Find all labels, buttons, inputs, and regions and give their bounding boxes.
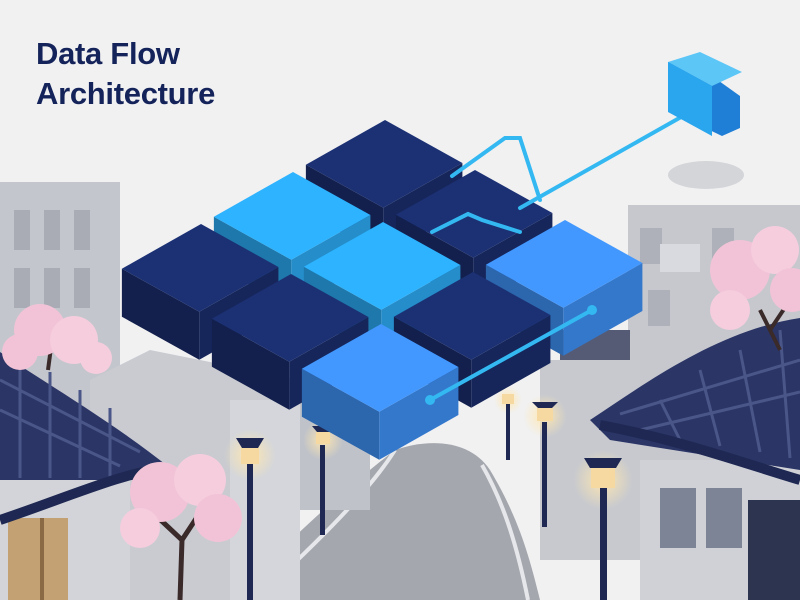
data-block-top-face <box>393 272 551 360</box>
street-lamp <box>573 450 633 600</box>
connector-lines <box>425 107 695 405</box>
data-block-right-face <box>563 263 643 356</box>
data-block-top-face <box>211 274 369 362</box>
data-block-top-face <box>395 170 553 258</box>
data-block-top-face <box>305 120 463 208</box>
data-block-right-face <box>471 315 551 408</box>
cherry-blossom-tree-right <box>710 226 800 351</box>
data-block-top-face <box>121 224 279 312</box>
source-node <box>668 52 742 136</box>
connector-line <box>518 110 692 210</box>
data-block-top-face <box>213 172 371 260</box>
data-block-top-face <box>303 222 461 310</box>
connector-line <box>428 308 594 402</box>
data-block-right-face <box>379 367 459 460</box>
title-line-2: Architecture <box>36 76 216 111</box>
cherry-blossom-tree-left <box>2 304 112 374</box>
connector-line <box>430 211 522 234</box>
data-block-left-face <box>211 318 290 410</box>
hanok-roof-left <box>0 352 170 600</box>
data-block-grid <box>121 120 643 460</box>
street-lamp <box>523 394 567 527</box>
source-node-shadow <box>668 161 744 189</box>
connector-node <box>587 305 597 315</box>
cherry-blossom-tree-front <box>120 454 242 600</box>
data-block-left-face <box>121 268 200 360</box>
page-title: Data Flow Architecture <box>36 34 215 114</box>
street-lamp <box>494 386 522 460</box>
connector-line <box>450 136 542 202</box>
title-line-1: Data Flow <box>36 36 180 71</box>
connector-node <box>425 395 435 405</box>
data-block-left-face <box>301 368 380 460</box>
data-block <box>301 324 459 460</box>
data-block-top-face <box>485 220 643 308</box>
hanok-roof-right <box>590 318 800 600</box>
street-lamp <box>224 429 276 600</box>
data-block-top-face <box>301 324 459 412</box>
